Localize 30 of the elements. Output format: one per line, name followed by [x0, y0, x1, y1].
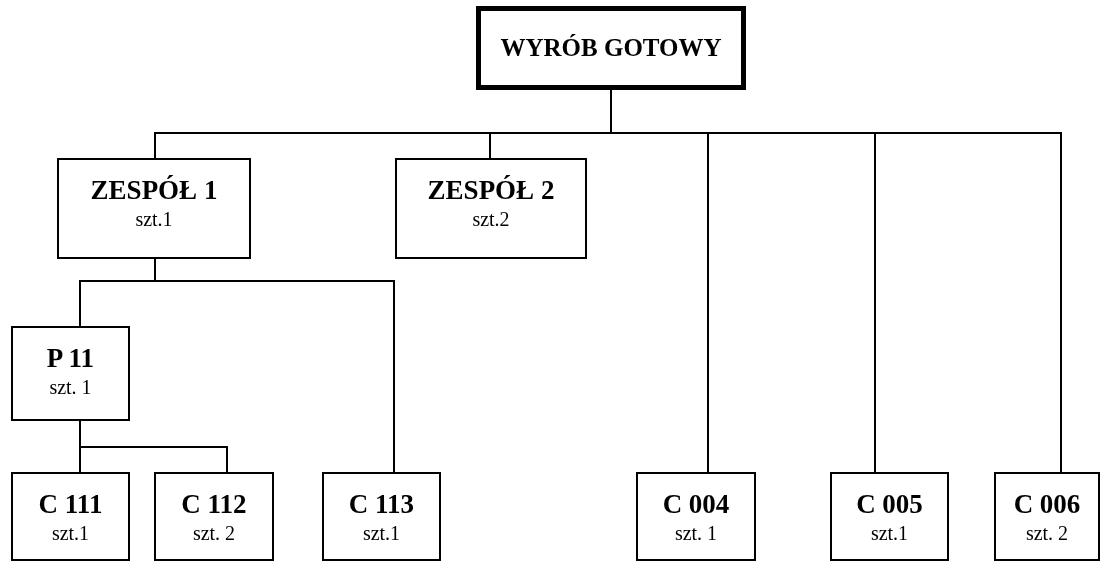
part-name: C 111	[38, 488, 103, 520]
component-box	[395, 158, 587, 259]
component-box	[11, 472, 130, 561]
part-name: C 112	[181, 488, 247, 520]
quantity-label: szt.1	[362, 521, 401, 546]
component-box	[636, 472, 756, 561]
quantity-label: szt. 1	[674, 521, 718, 546]
component-box	[322, 472, 441, 561]
part-name: C 006	[1013, 488, 1081, 520]
part-name: C 004	[662, 488, 730, 520]
part-name: ZESPÓŁ 2	[427, 174, 555, 206]
quantity-label: szt.1	[135, 207, 173, 232]
part-name: C 113	[348, 488, 415, 520]
quantity-label: szt. 2	[192, 521, 236, 546]
quantity-label: szt. 1	[49, 375, 92, 400]
component-box	[11, 326, 130, 421]
part-name: C 005	[856, 488, 923, 520]
component-box	[830, 472, 949, 561]
component-box	[994, 472, 1100, 561]
component-box	[57, 158, 251, 259]
quantity-label: szt.1	[51, 521, 90, 546]
part-name: WYRÓB GOTOWY	[500, 33, 722, 63]
part-name: P 11	[46, 342, 95, 374]
connector-line	[79, 420, 228, 473]
part-name: ZESPÓŁ 1	[90, 174, 218, 206]
component-box	[154, 472, 274, 561]
product-box	[476, 6, 746, 90]
quantity-label: szt.2	[472, 207, 510, 232]
quantity-label: szt. 2	[1025, 521, 1069, 546]
quantity-label: szt.1	[870, 521, 909, 546]
